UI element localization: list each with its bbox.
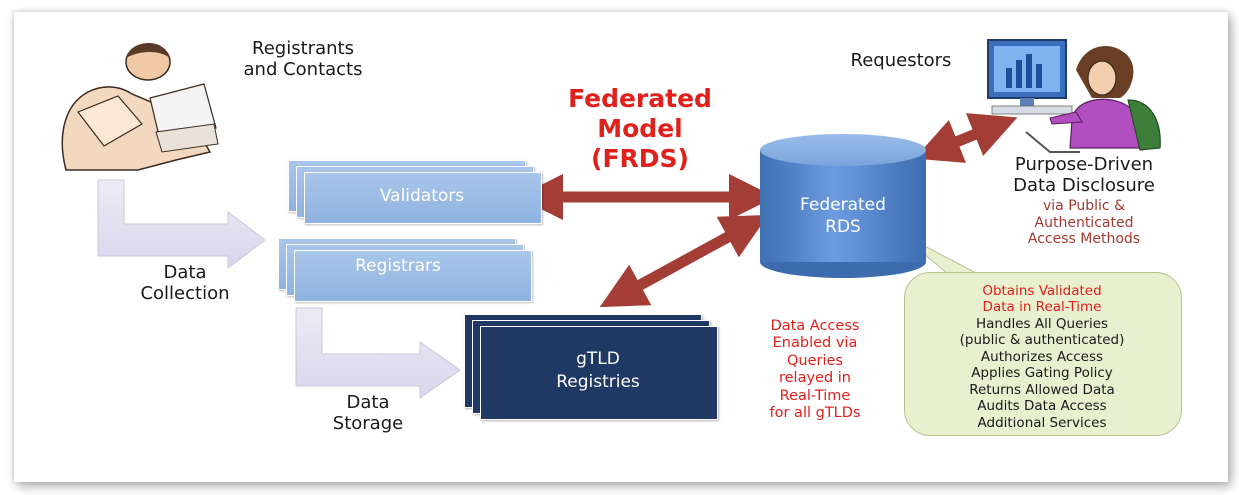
requestor-computer-icon xyxy=(987,39,1161,153)
rds-cylinder-top xyxy=(760,134,926,166)
rds-function-item: Returns Allowed Data xyxy=(969,381,1115,398)
rds-function-item: Handles All Queries xyxy=(975,315,1109,332)
title-line-3: (FRDS) xyxy=(591,144,689,173)
data-storage-arrow xyxy=(295,307,461,399)
purpose-line-2: Data Disclosure xyxy=(1013,175,1155,197)
registries-line-2: Registries xyxy=(556,371,640,392)
diagram-title: Federated Model (FRDS) xyxy=(520,84,760,174)
rds-line-1: Federated xyxy=(800,195,886,215)
data-collection-label: Data Collection xyxy=(130,262,240,304)
validators-box-front xyxy=(304,172,542,224)
rds-highlight-line-1: Obtains Validated xyxy=(982,283,1102,299)
registrars-label: Registrars xyxy=(355,256,441,276)
rds-function-item: (public & authenticated) xyxy=(959,332,1125,349)
rds-function-item: Additional Services xyxy=(977,414,1107,431)
rds-function-item: Authorizes Access xyxy=(980,348,1104,365)
title-line-2: Model xyxy=(597,114,683,143)
rds-requestors-arrow xyxy=(914,113,1018,163)
registrants-line-2: and Contacts xyxy=(243,59,363,81)
data-collection-arrow xyxy=(97,179,266,270)
rds-line-2: RDS xyxy=(825,217,861,238)
data-access-line-4: relayed in xyxy=(778,370,851,387)
data-access-line-3: Queries xyxy=(787,352,843,369)
rds-functions-callout xyxy=(904,272,1182,436)
access-methods-line-2: Authenticated xyxy=(1034,214,1134,231)
registries-line-1: gTLD xyxy=(576,349,620,369)
rds-cylinder-body xyxy=(760,150,926,262)
registries-box-front xyxy=(480,326,718,420)
requestors-label: Requestors xyxy=(850,50,952,71)
registries-label: gTLD Registries xyxy=(480,348,716,394)
registrars-box-front xyxy=(294,250,532,302)
registries-rds-arrow xyxy=(599,214,769,308)
rds-functions-list: Obtains Validated Data in Real-Time Hand… xyxy=(904,283,1180,431)
data-collection-line-1: Data xyxy=(163,262,207,283)
rds-label: Federated RDS xyxy=(760,194,926,238)
access-methods-label: via Public & Authenticated Access Method… xyxy=(980,198,1188,248)
validators-label: Validators xyxy=(379,186,465,206)
data-storage-label: Data Storage xyxy=(318,392,418,434)
data-access-line-6: for all gTLDs xyxy=(769,404,861,421)
data-storage-line-1: Data xyxy=(346,392,390,413)
access-methods-line-1: via Public & xyxy=(1042,198,1125,214)
purpose-line-1: Purpose-Driven xyxy=(1014,154,1154,175)
access-methods-line-3: Access Methods xyxy=(1027,231,1141,248)
rds-function-item: Applies Gating Policy xyxy=(971,365,1113,382)
data-access-line-2: Enabled via xyxy=(772,335,858,352)
data-storage-line-2: Storage xyxy=(332,413,404,435)
registrant-person-icon xyxy=(61,42,219,171)
title-line-1: Federated xyxy=(568,84,712,113)
purpose-label: Purpose-Driven Data Disclosure xyxy=(964,154,1204,196)
registrants-line-1: Registrants xyxy=(252,38,354,59)
data-access-line-1: Data Access xyxy=(770,318,860,334)
rds-highlight-line-2: Data in Real-Time xyxy=(982,299,1102,316)
data-collection-line-2: Collection xyxy=(140,283,230,305)
rds-function-item: Audits Data Access xyxy=(977,398,1107,415)
data-access-line-5: Real-Time xyxy=(779,387,851,404)
registrants-label: Registrants and Contacts xyxy=(218,38,388,80)
data-access-label: Data Access Enabled via Queries relayed … xyxy=(740,318,890,422)
